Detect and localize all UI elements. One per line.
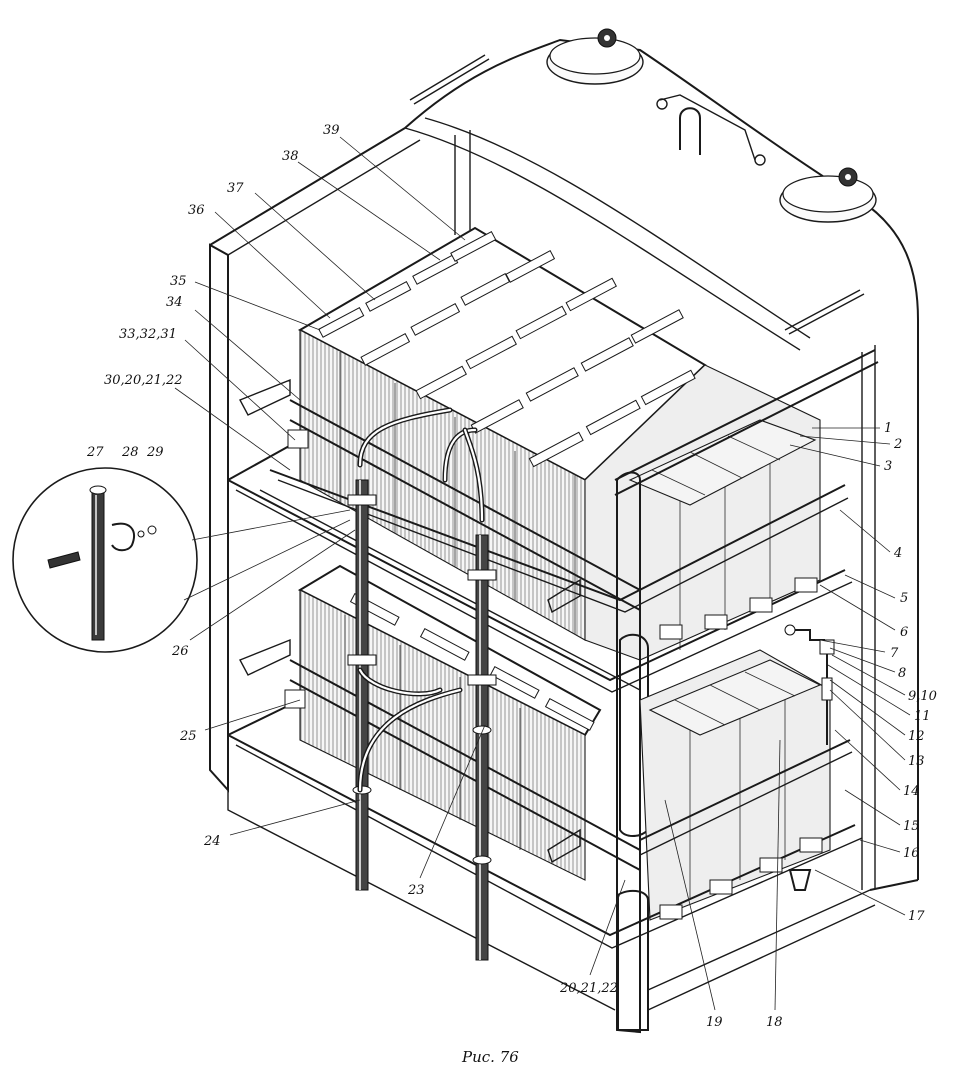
callout-24: 24 xyxy=(203,834,221,849)
callout-2: 2 xyxy=(893,437,902,452)
callout-6: 6 xyxy=(900,625,908,640)
callout-11: 11 xyxy=(914,709,931,724)
callout-39: 39 xyxy=(323,123,340,138)
callout-34: 34 xyxy=(166,295,183,310)
callout-27: 27 xyxy=(86,445,104,460)
callout-14: 14 xyxy=(903,784,920,799)
callout-18: 18 xyxy=(766,1015,783,1030)
callout-labels: 1 2 3 4 5 6 7 8 9,10 11 12 13 14 15 16 1… xyxy=(86,123,937,1030)
cables xyxy=(357,407,485,793)
callout-37: 37 xyxy=(227,181,244,196)
callout-5: 5 xyxy=(900,591,908,606)
callout-20-21-22-bottom: 20,21,22 xyxy=(559,981,618,996)
upper-crossbar xyxy=(614,349,879,496)
callout-15: 15 xyxy=(903,819,920,834)
callout-1: 1 xyxy=(884,421,892,436)
callout-36: 36 xyxy=(188,203,205,218)
filler-cap-right xyxy=(779,167,877,223)
callout-9-10: 9,10 xyxy=(908,689,937,704)
callout-17: 17 xyxy=(908,909,925,924)
callout-16: 16 xyxy=(903,846,920,861)
callout-28: 28 xyxy=(121,445,139,460)
callout-19: 19 xyxy=(706,1015,723,1030)
upper-shelf-frame xyxy=(227,378,853,693)
callout-4: 4 xyxy=(893,546,902,561)
callout-33-32-31: 33,32,31 xyxy=(119,327,177,342)
figure-caption: Рис. 76 xyxy=(461,1048,519,1066)
callout-3: 3 xyxy=(884,459,892,474)
callout-29: 29 xyxy=(146,445,164,460)
callout-30-20-21-22: 30,20,21,22 xyxy=(104,373,183,388)
upper-battery-tier xyxy=(297,226,821,661)
callout-7: 7 xyxy=(890,646,899,661)
detail-inset xyxy=(12,467,351,653)
callout-35: 35 xyxy=(170,274,187,289)
callout-23: 23 xyxy=(407,883,425,898)
callout-12: 12 xyxy=(908,729,925,744)
callout-26: 26 xyxy=(171,644,189,659)
leader-lines xyxy=(174,136,911,1011)
breather-fitting xyxy=(784,624,835,745)
filler-cap-left xyxy=(546,28,644,85)
callout-13: 13 xyxy=(908,754,925,769)
vent-pipe-right xyxy=(467,534,497,961)
callout-8: 8 xyxy=(898,666,906,681)
callout-38: 38 xyxy=(282,149,299,164)
callout-25: 25 xyxy=(179,729,197,744)
